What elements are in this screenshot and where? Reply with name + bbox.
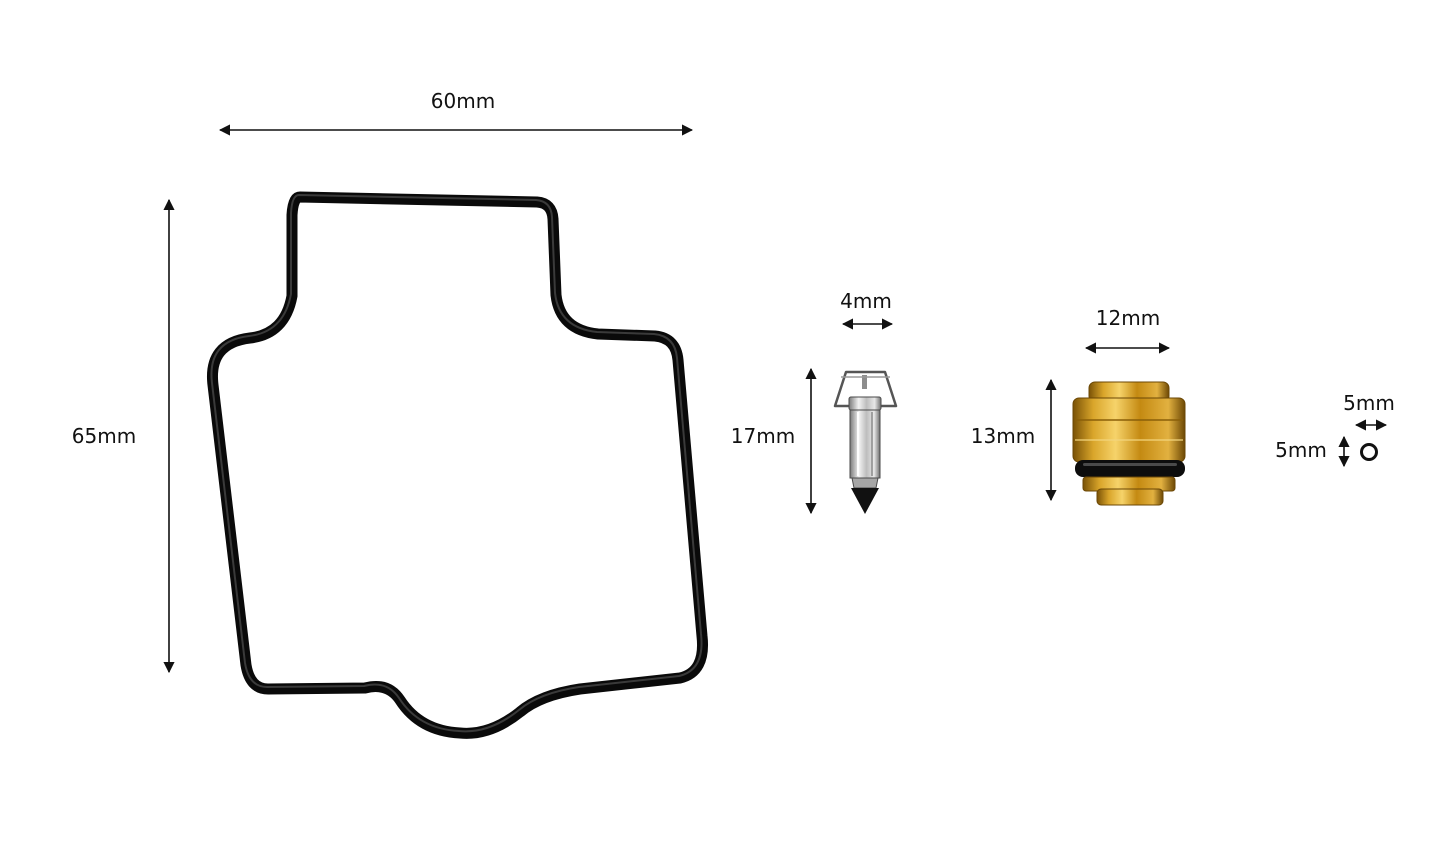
o-ring-width-label: 5mm bbox=[1343, 391, 1395, 415]
small-o-ring bbox=[1360, 443, 1378, 461]
needle-width-dimension: 4mm bbox=[840, 289, 894, 330]
seat-height-label: 13mm bbox=[971, 424, 1035, 448]
seat-body bbox=[1072, 397, 1186, 463]
needle-pin bbox=[862, 375, 867, 389]
needle-clip bbox=[833, 370, 898, 408]
gasket-width-dimension: 60mm bbox=[218, 89, 694, 136]
needle-neck bbox=[851, 477, 879, 489]
needle-tip bbox=[851, 488, 879, 514]
float-bowl-gasket bbox=[206, 191, 709, 739]
gasket-width-label: 60mm bbox=[431, 89, 495, 113]
gasket-height-dimension: 65mm bbox=[72, 198, 175, 674]
gasket-highlight bbox=[210, 194, 703, 733]
gasket-height-label: 65mm bbox=[72, 424, 136, 448]
needle-width-label: 4mm bbox=[840, 289, 892, 313]
seat-width-dimension: 12mm bbox=[1084, 306, 1171, 354]
seat-height-dimension: 13mm bbox=[971, 378, 1057, 502]
seat-width-label: 12mm bbox=[1096, 306, 1160, 330]
small-o-ring-shape bbox=[1360, 443, 1378, 461]
needle-valve bbox=[833, 370, 898, 514]
needle-body bbox=[849, 409, 881, 479]
valve-seat bbox=[1072, 381, 1186, 506]
seat-o-ring bbox=[1075, 460, 1185, 477]
seat-spigot bbox=[1096, 488, 1164, 506]
needle-collar bbox=[848, 396, 882, 411]
o-ring-height-dimension: 5mm bbox=[1275, 435, 1350, 468]
needle-height-dimension: 17mm bbox=[731, 367, 817, 515]
needle-height-label: 17mm bbox=[731, 424, 795, 448]
o-ring-width-dimension: 5mm bbox=[1343, 391, 1395, 431]
gasket-outline bbox=[206, 191, 709, 739]
o-ring-height-label: 5mm bbox=[1275, 438, 1327, 462]
